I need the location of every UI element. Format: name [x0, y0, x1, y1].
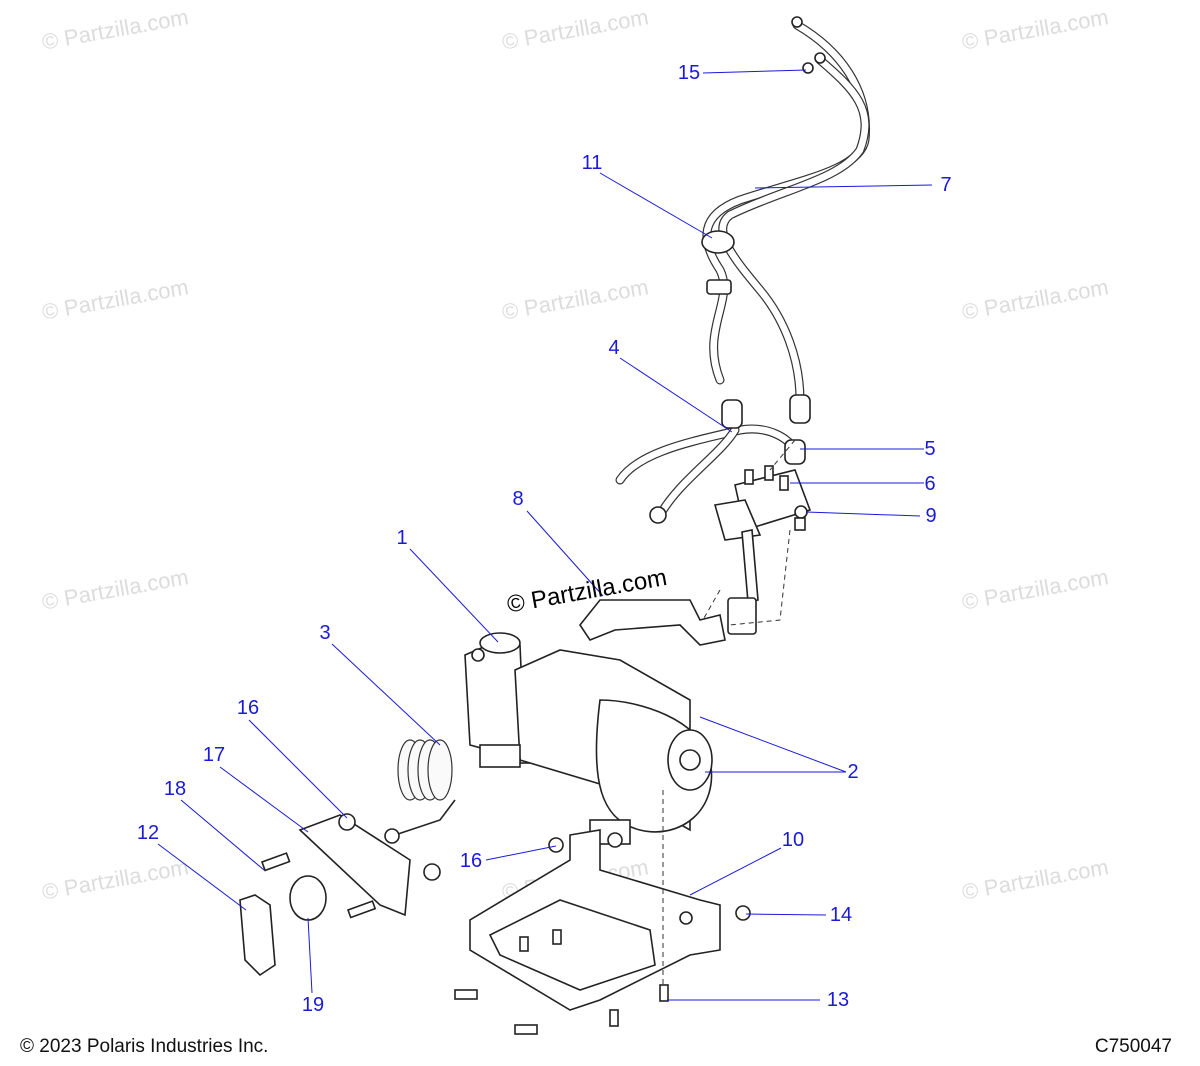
callout-5: 5 [924, 438, 936, 460]
fairlead [298, 814, 411, 917]
callout-1: 1 [396, 527, 408, 549]
bolt-head [735, 905, 751, 921]
bolt [609, 1009, 619, 1027]
grommet [701, 230, 735, 254]
callout-16a: 16 [236, 697, 260, 719]
callout-16b: 16 [459, 850, 483, 872]
winch [464, 632, 713, 845]
mounting-bracket [579, 599, 726, 646]
callout-leaders [157, 69, 933, 1001]
callout-3: 3 [319, 622, 331, 644]
flange-nut [338, 813, 356, 831]
callout-19: 19 [301, 994, 325, 1016]
callout-9: 9 [925, 505, 937, 527]
wire-rope [384, 739, 456, 844]
screw [794, 505, 808, 531]
bolt [659, 984, 669, 1002]
callout-4: 4 [608, 337, 620, 359]
callout-8: 8 [512, 488, 524, 510]
callout-13: 13 [826, 989, 850, 1011]
bolt [514, 1024, 538, 1035]
diagram-code: C750047 [1094, 1036, 1172, 1057]
callout-15: 15 [677, 62, 701, 84]
wire-harness [615, 394, 811, 524]
nut [802, 62, 814, 74]
callout-17: 17 [202, 744, 226, 766]
hook-stopper [289, 875, 327, 921]
contactor [713, 465, 812, 635]
flange-nut [423, 863, 441, 881]
callout-6: 6 [924, 473, 936, 495]
callout-10: 10 [781, 829, 805, 851]
callout-2: 2 [847, 761, 859, 783]
tow-hook [239, 894, 276, 977]
bolt [346, 900, 377, 919]
callout-18: 18 [163, 778, 187, 800]
callout-7: 7 [940, 174, 952, 196]
cable-harness [702, 16, 871, 405]
mounting-plate [469, 829, 721, 1011]
callout-11: 11 [581, 152, 603, 174]
copyright-notice: © 2023 Polaris Industries Inc. [20, 1036, 269, 1057]
callout-14: 14 [829, 904, 853, 926]
bolt [260, 852, 291, 872]
bolt [454, 989, 478, 1000]
callout-12: 12 [136, 822, 160, 844]
